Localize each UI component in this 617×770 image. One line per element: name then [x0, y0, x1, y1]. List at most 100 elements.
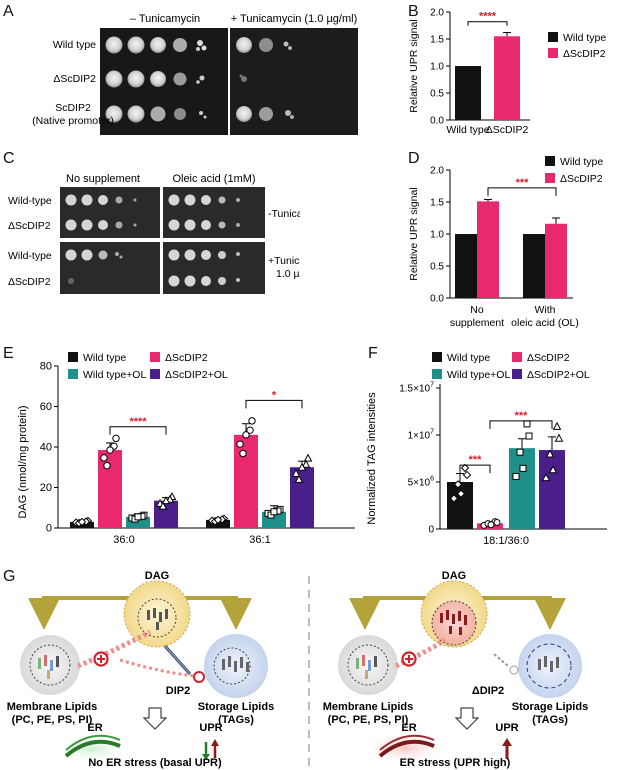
right-down-arrow-icon [454, 707, 480, 730]
right-arrow-to-membrane [349, 596, 437, 630]
d-legend-mut-label: ΔScDIP2 [560, 173, 603, 185]
panel-c-row-4: ΔScDIP2 [8, 276, 51, 288]
e-point [246, 426, 254, 434]
b-xtick-label: Wild type [446, 124, 489, 136]
panel-letter-c: C [3, 150, 15, 167]
panel-a-row-native: ScDIP2 [55, 102, 91, 114]
panel-d-chart: Relative UPR signal 0.0 0.5 1.0 1.5 2.0Nosupp… [408, 156, 603, 329]
panel-a-row-mutant: ΔScDIP2 [53, 73, 96, 85]
panel-c-plate-2 [163, 187, 265, 238]
right-er-icon [378, 739, 435, 758]
right-storage-label-1: Storage Lipids [512, 701, 588, 713]
panel-c-plate-3 [60, 242, 160, 294]
d-ytick-label: 0.5 [430, 262, 444, 273]
panel-letter-g: G [3, 568, 16, 585]
e-point [303, 453, 313, 462]
e-sig-bracket-1 [109, 426, 167, 435]
f-point [541, 473, 551, 482]
f-sig-bracket-2 [489, 420, 553, 429]
d-ylabel: Relative UPR signal [408, 187, 420, 280]
panel-a-colonies [105, 36, 294, 123]
f-point [487, 521, 495, 529]
d-ytick-label: 2.0 [430, 166, 444, 177]
d-sig-bracket-label: *** [516, 177, 530, 189]
panel-a-row-native-sub: (Native promoter) [32, 115, 114, 127]
f-legend-mut-swatch [512, 352, 522, 362]
e-legend-wt-swatch [68, 352, 78, 362]
e-point [301, 459, 311, 468]
right-dag-to-membrane-flow [394, 637, 447, 669]
left-arrow-to-membrane [28, 596, 140, 630]
panel-a-header-left: – Tunicamycin [130, 13, 200, 25]
left-membrane-label-1: Membrane Lipids [7, 701, 97, 713]
f-point [545, 449, 555, 458]
left-er-icon [64, 739, 121, 758]
d-group-label: No [470, 304, 484, 316]
panel-c-cond-bottom-2: 1.0 µg/ml [276, 268, 300, 280]
d-group-sublabel: oleic acid (OL) [511, 317, 579, 329]
e-legend-mut-label: ΔScDIP2 [165, 352, 208, 364]
panel-letter-f: F [368, 345, 378, 362]
e-legend-mut-swatch [150, 352, 160, 362]
panel-g-left: DAG DIP2 Membrane Lipids (PC, PE, PS, PI… [7, 570, 274, 769]
e-point [103, 461, 111, 470]
f-bar [539, 450, 565, 529]
f-ylabel: Normalized TAG intensities [366, 392, 378, 525]
panel-letter-b: B [408, 3, 419, 20]
left-membrane-label-2: (PC, PE, PS, PI) [12, 714, 93, 726]
d-bar [523, 234, 545, 298]
left-dag-to-membrane-flow [77, 629, 152, 669]
f-sig-bracket-1 [459, 464, 491, 474]
panel-a-spot-assay: – Tunicamycin + Tunicamycin (1.0 µg/ml) … [32, 13, 358, 135]
f-point [449, 494, 459, 503]
d-ytick-label: 1.5 [430, 198, 444, 209]
f-ytick-label: 1.5×107 [399, 382, 434, 395]
f-point [456, 489, 466, 498]
e-legend-mut-ol-swatch [150, 369, 160, 379]
b-sig-bracket [467, 21, 508, 26]
b-bar [455, 66, 481, 120]
e-point [294, 474, 304, 483]
right-membrane-label-2: (PC, PE, PS, PI) [328, 714, 409, 726]
d-group-sublabel: supplement [450, 317, 504, 329]
e-bar [98, 450, 122, 528]
f-legend-wt-swatch [432, 352, 442, 362]
panel-c-cond-top: -Tunicamycin [268, 208, 300, 220]
panel-g-schematic: DAG DIP2 Membrane Lipids (PC, PE, PS, PI… [7, 570, 588, 769]
left-dag-label: DAG [145, 570, 169, 582]
e-ytick-label: 80 [40, 361, 52, 373]
e-point [291, 468, 301, 477]
b-legend-wt-label: Wild type [563, 32, 606, 44]
b-ylabel: Relative UPR signal [408, 19, 420, 112]
e-legend-wt-ol-swatch [68, 369, 78, 379]
f-point [460, 463, 470, 473]
e-legend-wt-label: Wild type [83, 352, 126, 364]
f-point [552, 421, 562, 430]
f-bar [447, 482, 473, 529]
f-ytick-label: 5×106 [408, 476, 435, 489]
right-dag-label: DAG [442, 570, 466, 582]
panel-a-row-wild-type: Wild type [53, 39, 96, 51]
e-point [297, 462, 307, 471]
e-point [242, 431, 250, 439]
f-bar [509, 448, 535, 529]
b-sig-bracket-label: **** [479, 11, 497, 23]
b-legend-mut-label: ΔScDIP2 [563, 48, 606, 60]
d-ytick-label: 0.0 [430, 294, 444, 305]
e-point [77, 517, 87, 527]
panel-a-header-right: + Tunicamycin (1.0 µg/ml) [231, 13, 357, 25]
e-ytick-label: 40 [40, 442, 52, 454]
panel-c-header-right: Oleic acid (1mM) [172, 173, 255, 185]
b-ytick-label: 0.0 [430, 116, 444, 127]
d-ytick-label: 1.0 [430, 230, 444, 241]
e-sig-bracket-2-label: * [272, 389, 277, 401]
d-legend-mut-swatch [545, 173, 555, 183]
e-point [248, 417, 256, 425]
panel-c-plate-4 [163, 242, 265, 294]
e-point [134, 513, 142, 521]
f-point [462, 470, 472, 480]
right-enzyme-label: ΔDIP2 [472, 685, 504, 697]
e-ytick-label: 0 [46, 523, 52, 535]
